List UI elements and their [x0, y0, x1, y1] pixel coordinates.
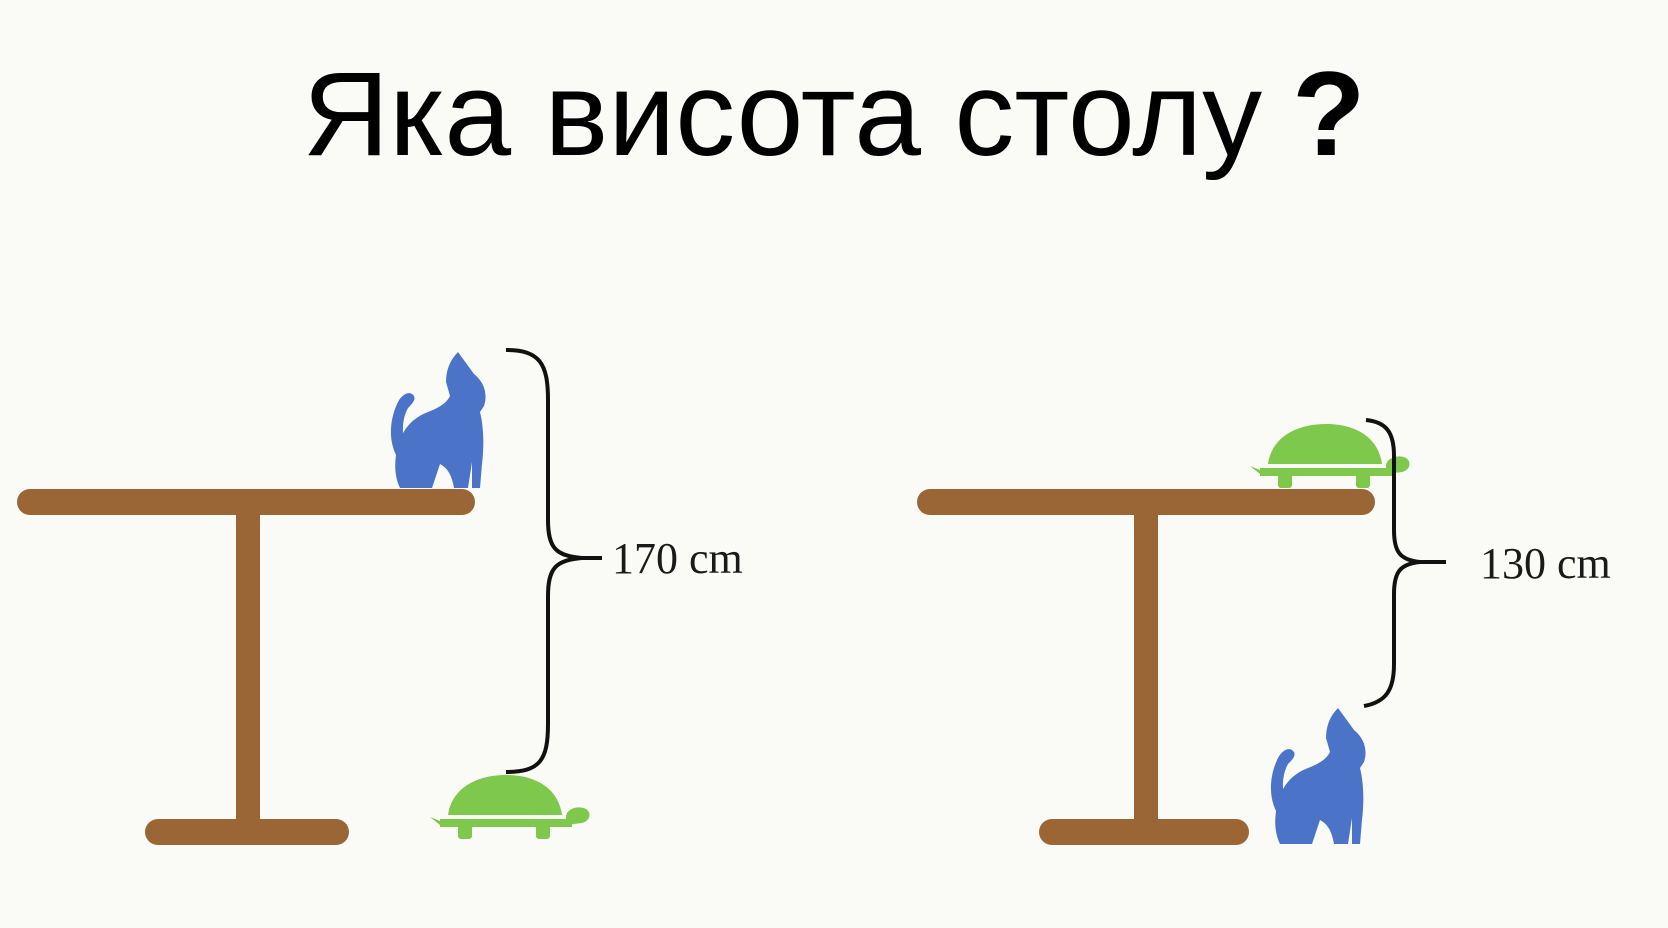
title-text: Яка висота столу	[302, 47, 1263, 181]
measurement-label: 130 cm	[1480, 539, 1611, 588]
table-left	[17, 489, 475, 845]
cat-icon	[390, 352, 486, 488]
cat-icon	[1270, 708, 1366, 844]
page-title: Яка висота столу?	[0, 44, 1668, 184]
measure-bracket	[505, 348, 583, 774]
question-mark: ?	[1292, 47, 1366, 181]
table-right	[917, 489, 1375, 845]
scene-right: 130 cm	[917, 418, 1611, 845]
scene-left: 170 cm	[17, 348, 743, 845]
measurement-label: 170 cm	[612, 534, 743, 583]
turtle-icon	[430, 775, 590, 839]
turtle-icon	[1250, 424, 1410, 488]
